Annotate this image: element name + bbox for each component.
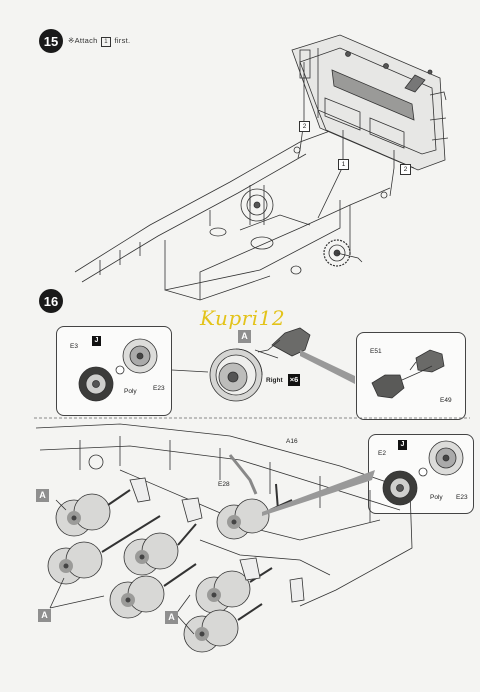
side-label-right: Right	[266, 377, 283, 384]
lower-tag-j: J	[398, 440, 407, 450]
lower-tag-a-left: A	[38, 609, 51, 622]
lower-label-poly: Poly	[430, 494, 443, 501]
note-suffix: first.	[114, 36, 131, 45]
step-16-drawing	[78, 327, 445, 402]
tag-j: J	[92, 336, 101, 346]
lower-tag-a-top: A	[36, 489, 49, 502]
lower-assembly	[35, 423, 464, 653]
part-marker-2-left: 2	[299, 121, 310, 132]
label-e49: E49	[440, 397, 452, 404]
label-poly: Poly	[124, 388, 137, 395]
assembly-tag-a: A	[238, 330, 251, 343]
step-15-badge: 15	[39, 29, 63, 53]
part-marker-2-right: 2	[400, 164, 411, 175]
step-16-number: 16	[43, 293, 59, 309]
note-part-box: 1	[101, 37, 112, 47]
step-15-drawing	[74, 34, 449, 301]
lower-wheels	[47, 493, 270, 653]
lower-label-e23: E23	[456, 494, 468, 501]
label-a16: A16	[286, 438, 298, 445]
step-16-badge: 16	[39, 289, 63, 313]
label-e23: E23	[153, 385, 165, 392]
step-15-number: 15	[43, 33, 59, 49]
step-15-note: ※Attach 1 first.	[68, 36, 130, 47]
label-e3: E3	[70, 343, 78, 350]
label-e51: E51	[370, 348, 382, 355]
label-e28: E28	[218, 481, 230, 488]
note-prefix: ※Attach	[68, 36, 98, 45]
watermark: Kupri12	[200, 306, 286, 330]
part-marker-1: 1	[338, 159, 349, 170]
quantity-badge: ×6	[288, 374, 300, 386]
lower-label-e2: E2	[378, 450, 386, 457]
lower-tag-a-center: A	[165, 611, 178, 624]
